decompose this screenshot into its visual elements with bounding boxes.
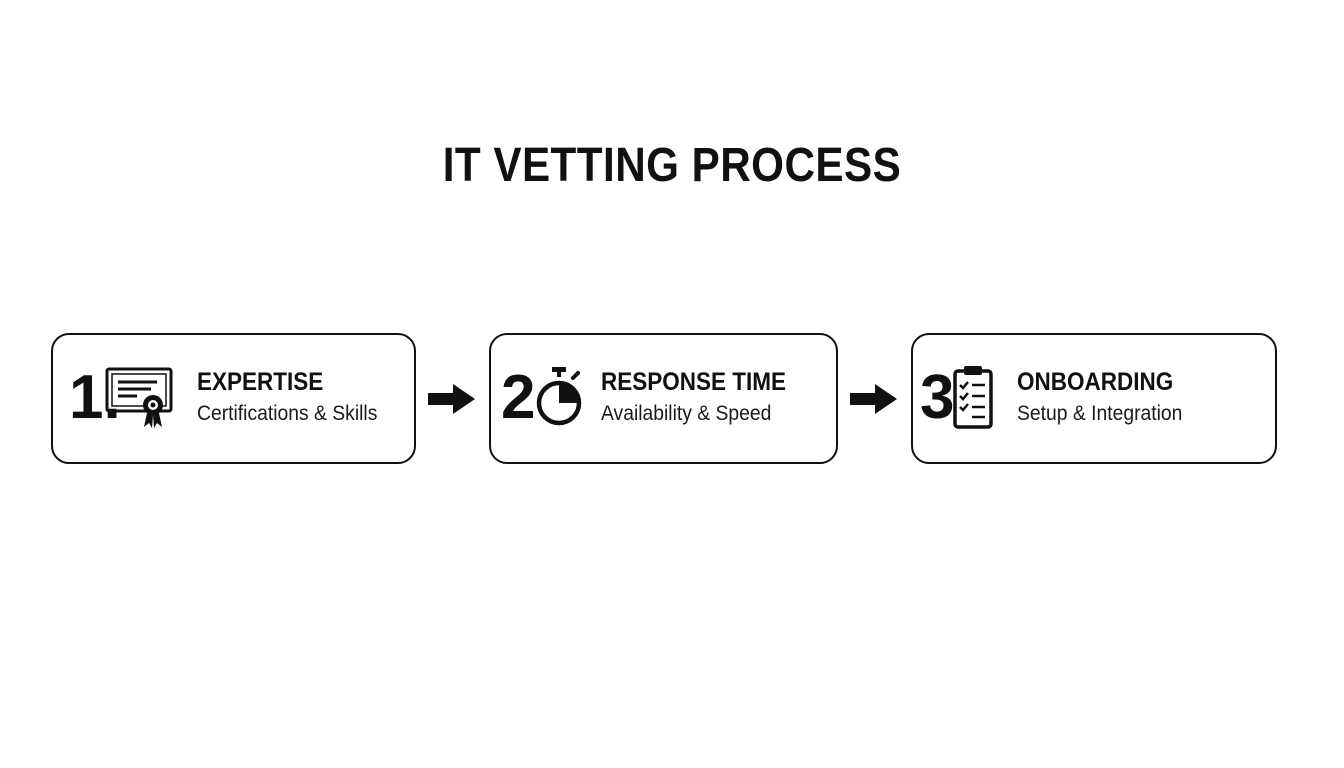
step-card-response-time: 2 RESPONSE TIME Availability & Speed — [489, 333, 838, 464]
diagram-title: IT VETTING PROCESS — [442, 139, 902, 192]
step-subtitle: Availability & Speed — [601, 402, 772, 425]
certificate-icon — [105, 367, 173, 428]
step-heading: RESPONSE TIME — [601, 368, 787, 396]
step-heading: ONBOARDING — [1017, 368, 1174, 396]
arrow-right-icon — [850, 384, 897, 414]
stopwatch-icon — [536, 367, 582, 426]
step-number: 3 — [920, 363, 955, 432]
step-card-onboarding: 3 ONBOARDING Setup & Integration — [911, 333, 1277, 464]
clipboard-checklist-icon — [953, 366, 993, 429]
step-subtitle: Certifications & Skills — [197, 402, 378, 425]
step-card-expertise: 1. EXPERTISE Certifications & Skills — [51, 333, 416, 464]
arrow-right-icon — [428, 384, 475, 414]
step-subtitle: Setup & Integration — [1017, 402, 1183, 425]
step-heading: EXPERTISE — [197, 368, 324, 396]
step-number: 2 — [501, 363, 536, 432]
